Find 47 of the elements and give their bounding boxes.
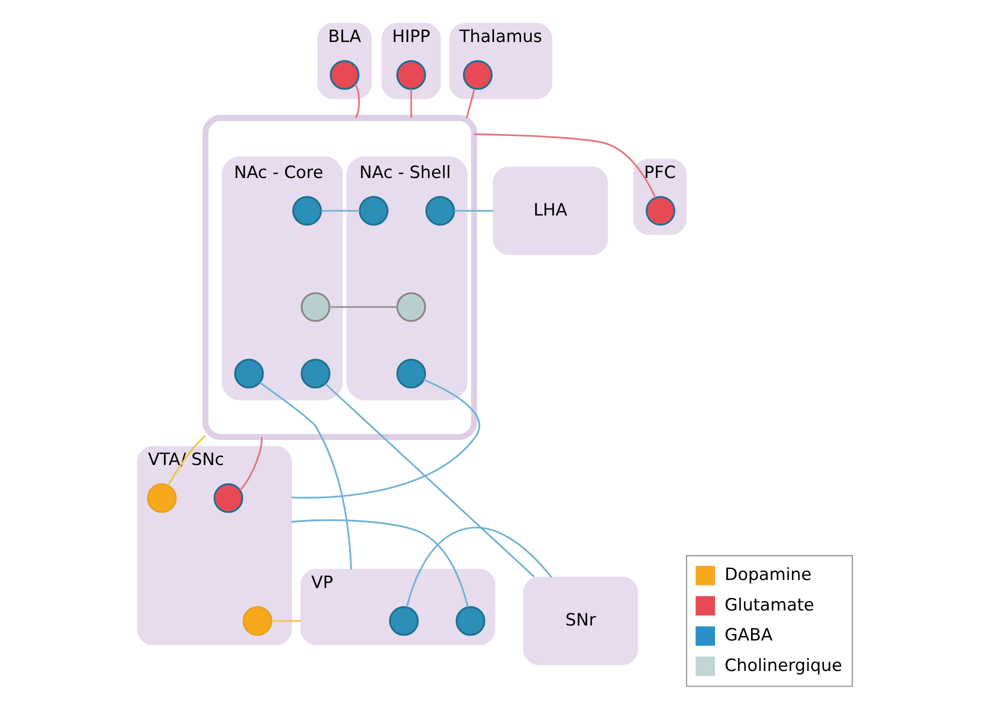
cluster: Thalamus	[449, 22, 552, 99]
connector	[167, 434, 206, 486]
connector	[410, 88, 412, 118]
node-circle	[396, 358, 426, 388]
node-circle	[300, 358, 330, 388]
connector	[291, 378, 480, 498]
node-circle	[358, 195, 388, 226]
node-circle	[234, 358, 264, 388]
node-circle	[462, 60, 493, 90]
legend-label: Dopamine	[724, 564, 812, 584]
cluster: NAc - Shell	[346, 156, 468, 400]
connector	[324, 382, 535, 578]
node-circle	[292, 195, 322, 226]
cluster: NAc - Core	[222, 156, 343, 400]
node-circle	[214, 482, 244, 512]
connector	[259, 381, 352, 570]
cluster	[202, 114, 478, 440]
cluster: HIPP	[382, 22, 441, 99]
node-circle	[147, 482, 177, 512]
node-box: SNr	[523, 576, 638, 665]
node-circle	[396, 60, 426, 90]
legend-label: Glutamate	[724, 594, 814, 614]
node-circle	[425, 195, 456, 226]
connector	[321, 209, 360, 212]
connector	[454, 209, 494, 212]
cluster: PFC	[633, 158, 687, 234]
connector	[291, 518, 469, 607]
connector	[474, 132, 656, 198]
connector	[239, 436, 263, 490]
connector	[272, 620, 302, 622]
node-circle	[330, 60, 360, 90]
cluster: VTA/ SNc	[137, 446, 292, 645]
node-circle	[300, 292, 330, 322]
connector	[406, 526, 552, 607]
node-circle	[646, 195, 676, 226]
node-circle	[396, 292, 426, 322]
connector	[330, 306, 398, 308]
node-box: LHA	[492, 166, 608, 254]
cluster: VP	[300, 568, 496, 645]
connector	[354, 83, 360, 118]
node-circle	[456, 606, 486, 636]
node-circle	[242, 606, 272, 636]
legend-label: GABA	[724, 624, 773, 644]
cluster: BLA	[317, 22, 372, 99]
node-circle	[389, 606, 419, 636]
legend-label: Cholinergique	[724, 654, 842, 674]
connector	[466, 88, 476, 118]
